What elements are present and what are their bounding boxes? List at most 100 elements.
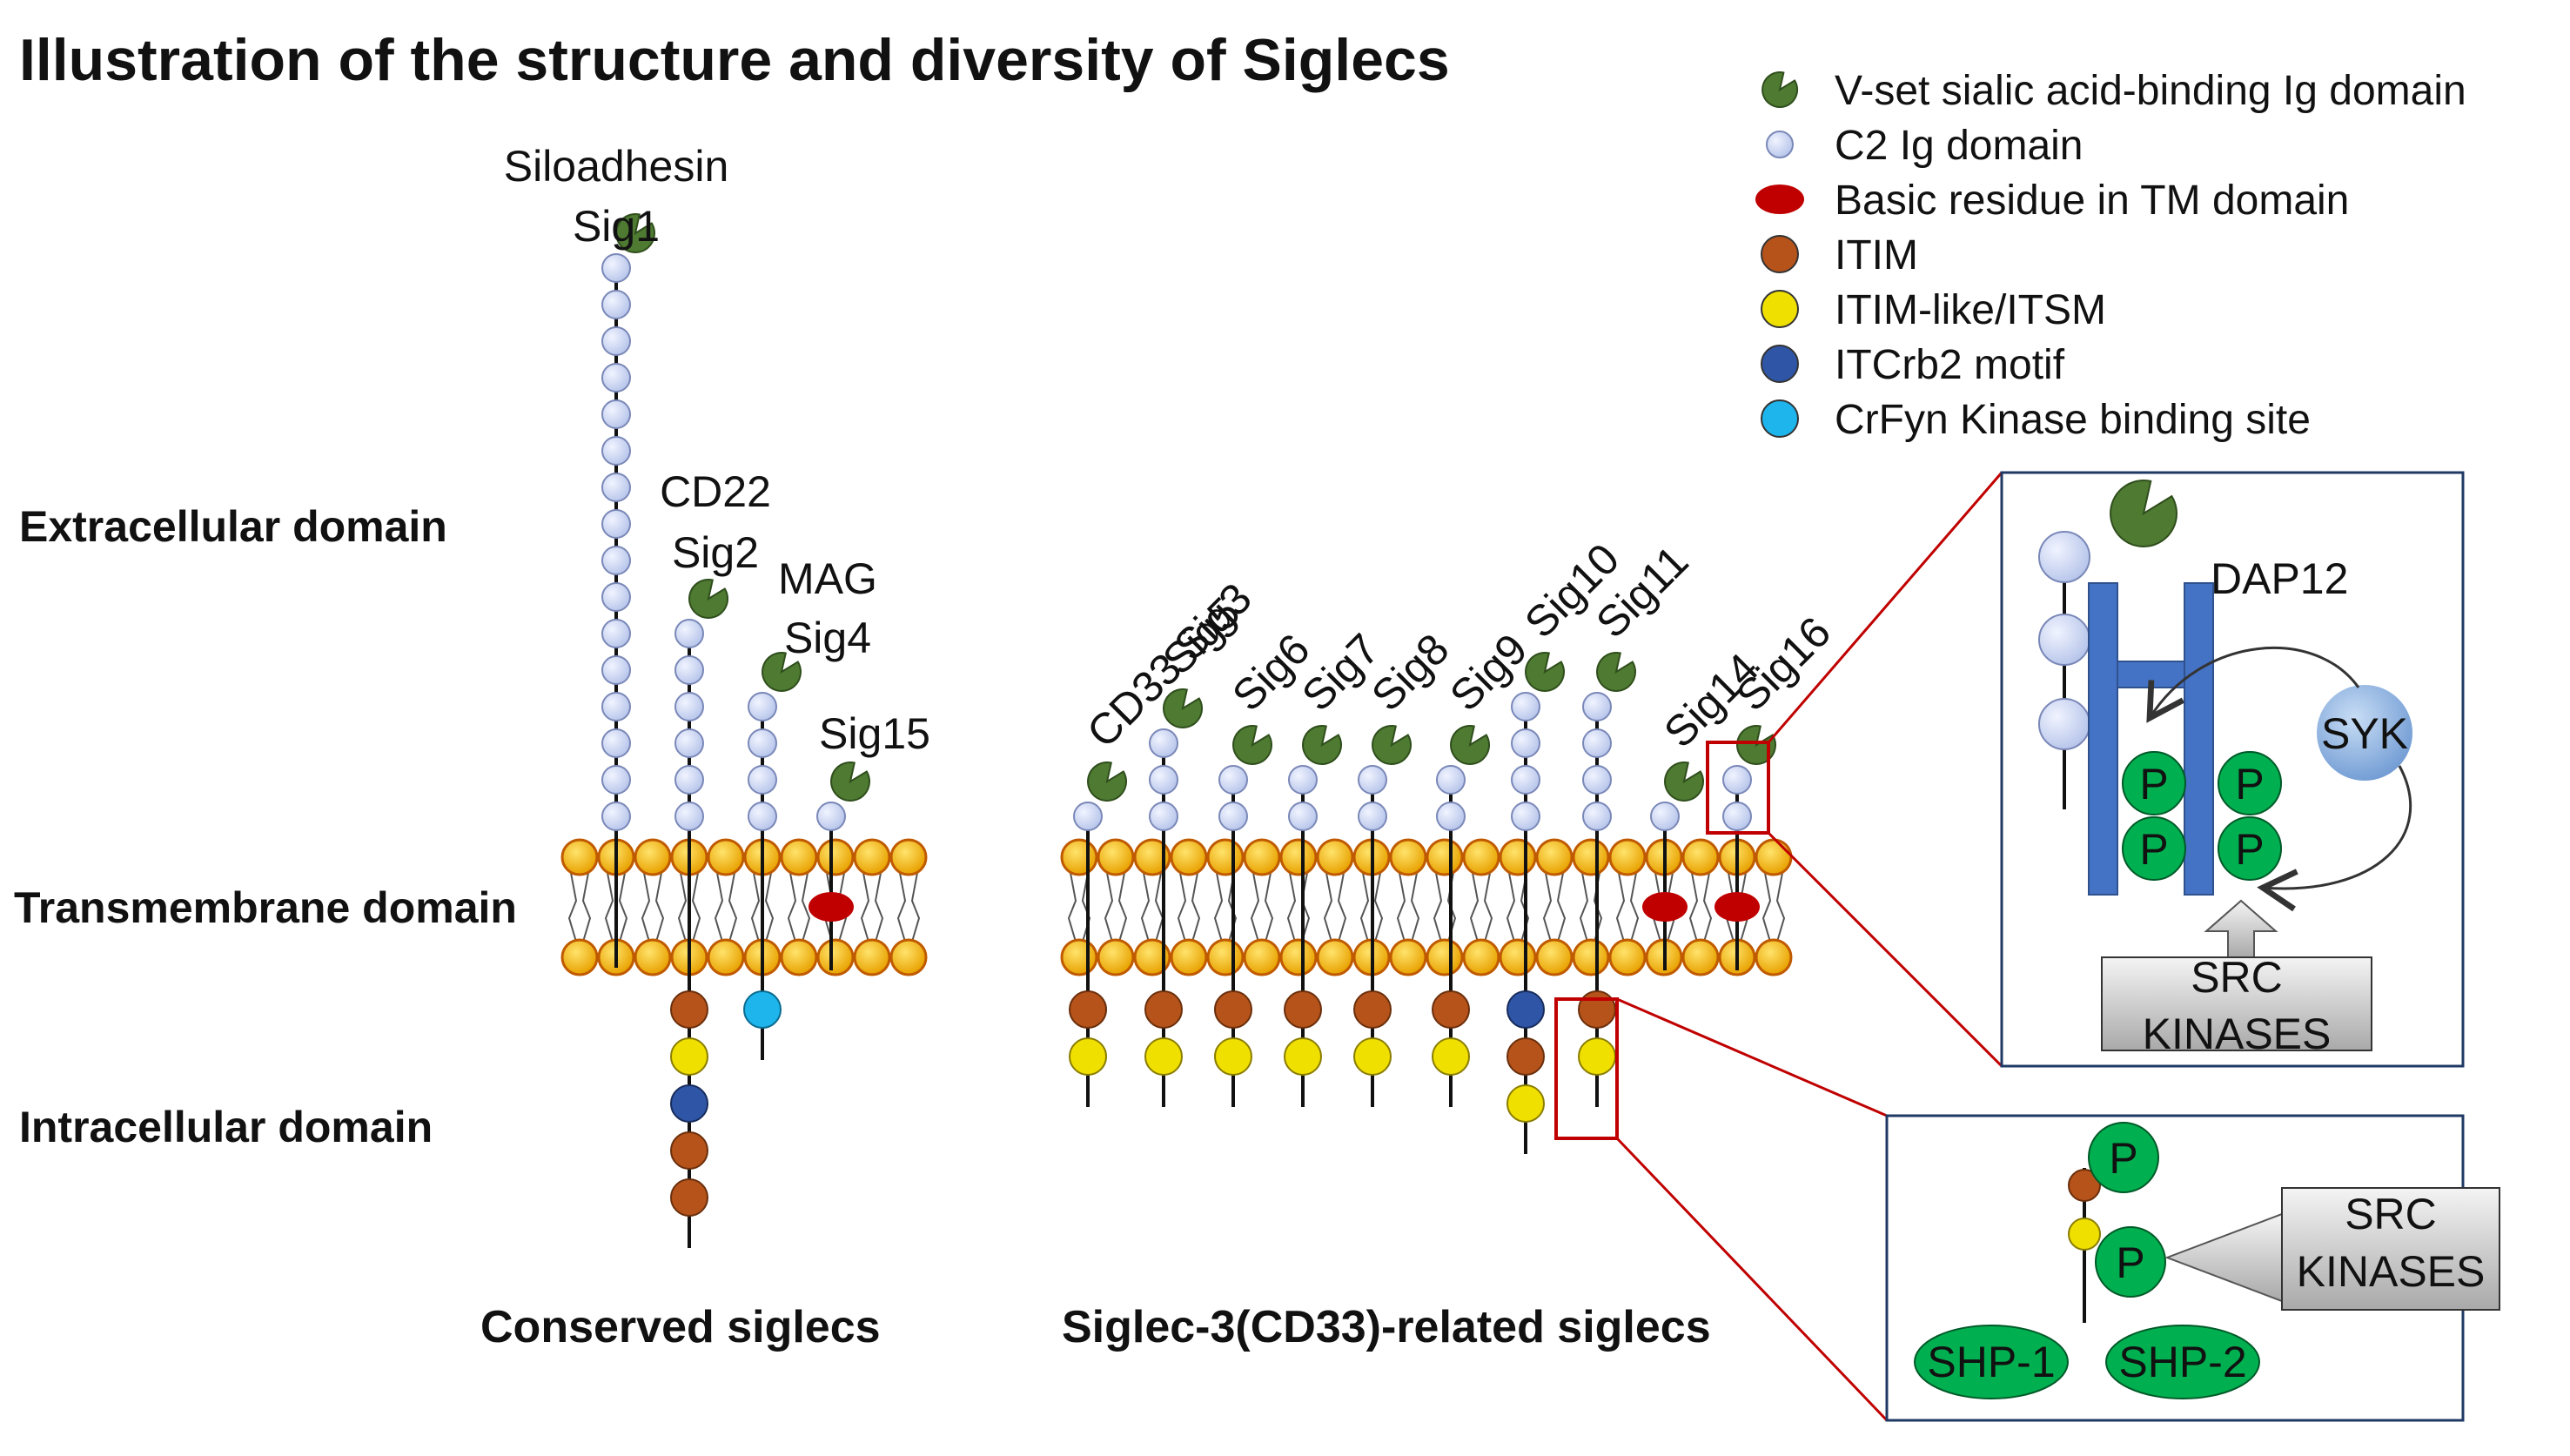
- shp1-label: SHP-1: [1927, 1338, 2055, 1386]
- crfyn-icon: [743, 990, 782, 1029]
- lipid-head: [560, 938, 599, 976]
- c2-domain-icon: [674, 765, 704, 795]
- shp1-phosphatase: [1914, 1325, 2069, 1399]
- c2-domain-icon: [1073, 802, 1103, 831]
- c2-domain-icon: [601, 728, 631, 758]
- c2-domain-icon: [674, 728, 704, 758]
- c2-domain-icon: [601, 509, 631, 539]
- siglec-label: Sig6: [1223, 624, 1319, 720]
- lipid-head: [634, 838, 672, 876]
- src-kinases-box: [2101, 956, 2372, 1051]
- basic-residue-icon: [1755, 185, 1804, 214]
- itim-icon: [1144, 990, 1183, 1029]
- c2-domain-icon: [1582, 728, 1612, 758]
- c2-domain-icon: [674, 655, 704, 685]
- c2-domain-icon: [1436, 802, 1466, 831]
- itim-icon: [1506, 1037, 1545, 1076]
- syk-label: SYK: [2321, 709, 2408, 758]
- lipid-head: [853, 838, 891, 876]
- c2-domain-icon: [748, 728, 777, 758]
- c2-domain-icon: [601, 802, 631, 831]
- itim-icon: [1214, 990, 1252, 1029]
- c2-domain-icon: [1650, 802, 1680, 831]
- c2-domain-icon: [1511, 692, 1540, 721]
- c2-domain-icon: [748, 692, 777, 721]
- lipid-head: [1755, 938, 1793, 976]
- lipid-tail: [1104, 872, 1128, 943]
- c2-domain-icon: [1288, 765, 1318, 795]
- phosphate-label: P: [2235, 760, 2264, 809]
- lipid-head: [1097, 838, 1135, 876]
- lipid-tail: [1615, 872, 1640, 943]
- c2-domain-icon: [601, 290, 631, 319]
- c2-domain-icon: [748, 765, 777, 795]
- lipid-head: [1243, 938, 1281, 976]
- lipid-head: [1462, 838, 1500, 876]
- siglec-sig15: Sig15: [809, 709, 930, 970]
- syk-kinase: [2317, 685, 2412, 781]
- phosphate-label: P: [2139, 825, 2168, 874]
- zoom-line: [1616, 997, 1888, 1117]
- itim-icon: [670, 990, 708, 1029]
- c2-domain-icon: [1511, 802, 1540, 831]
- siglec-label: Sig15: [819, 709, 930, 758]
- zoom-line: [1767, 472, 2003, 743]
- siglec-label: Sig4: [784, 614, 871, 662]
- lipid-head: [1681, 838, 1720, 876]
- lipid-head: [1170, 938, 1208, 976]
- lipid-head: [889, 938, 928, 976]
- itim-like-icon: [1506, 1084, 1545, 1123]
- lipid-head: [889, 838, 928, 876]
- itim-icon: [1284, 990, 1322, 1029]
- itim-like-icon: [1353, 1037, 1392, 1076]
- legend-label: ITCrb2 motif: [1835, 342, 2065, 388]
- lipid-tail: [567, 872, 592, 943]
- lipid-tail: [1469, 872, 1493, 943]
- c2-domain-icon: [674, 802, 704, 831]
- c2-domain-icon: [1218, 765, 1248, 795]
- itim-like-icon: [1761, 290, 1799, 328]
- lipid-tail: [1140, 872, 1164, 943]
- lipid-head: [1279, 938, 1318, 976]
- phosphate-label: P: [2116, 1238, 2144, 1287]
- lipid-tail: [714, 872, 738, 943]
- itcrb2-icon: [1506, 990, 1545, 1029]
- itim-icon: [1578, 990, 1616, 1029]
- lipid-head: [816, 938, 855, 976]
- legend-label: ITIM-like/ITSM: [1835, 287, 2106, 333]
- itim-like-icon: [1214, 1037, 1252, 1076]
- c2-domain-icon: [748, 802, 777, 831]
- inset-shp: P P SRC KINASES SHP-1 SHP-2: [1885, 1114, 2500, 1422]
- c2-domain-icon: [1149, 802, 1178, 831]
- region-transmembrane: Transmembrane domain: [14, 883, 517, 932]
- v-set-domain-icon: [1087, 761, 1128, 802]
- lipid-head: [1279, 838, 1318, 876]
- siglec-label: Sig7: [1292, 624, 1388, 720]
- syk-recruit-arrow: [2146, 647, 2360, 723]
- itcrb2-icon: [1761, 345, 1799, 383]
- c2-domain-icon: [1582, 802, 1612, 831]
- legend-label: Basic residue in TM domain: [1835, 178, 2349, 224]
- c2-domain-icon: [601, 326, 631, 356]
- group-conserved: Conserved siglecs: [480, 1302, 881, 1352]
- itim-icon: [2068, 1169, 2101, 1202]
- itim-highlight-box: [1554, 997, 1619, 1140]
- lipid-head: [560, 838, 599, 876]
- v-set-domain-icon: [1761, 71, 1799, 108]
- c2-domain-icon: [601, 655, 631, 685]
- itim-like-icon: [1069, 1037, 1107, 1076]
- c2-domain-icon: [674, 619, 704, 648]
- c2-domain-icon: [1358, 802, 1387, 831]
- lipid-head: [1681, 938, 1720, 976]
- siglec-label: Sig8: [1362, 624, 1458, 720]
- c2-domain-icon: [601, 363, 631, 393]
- lipid-head: [1389, 938, 1427, 976]
- syk-phospho-arrow: [2257, 765, 2412, 912]
- shp2-phosphatase: [2105, 1325, 2260, 1399]
- phosphate-p: [2122, 751, 2186, 815]
- itim-icon: [1761, 235, 1799, 273]
- itim-like-icon: [1578, 1037, 1616, 1076]
- phosphate-p: [2218, 751, 2282, 815]
